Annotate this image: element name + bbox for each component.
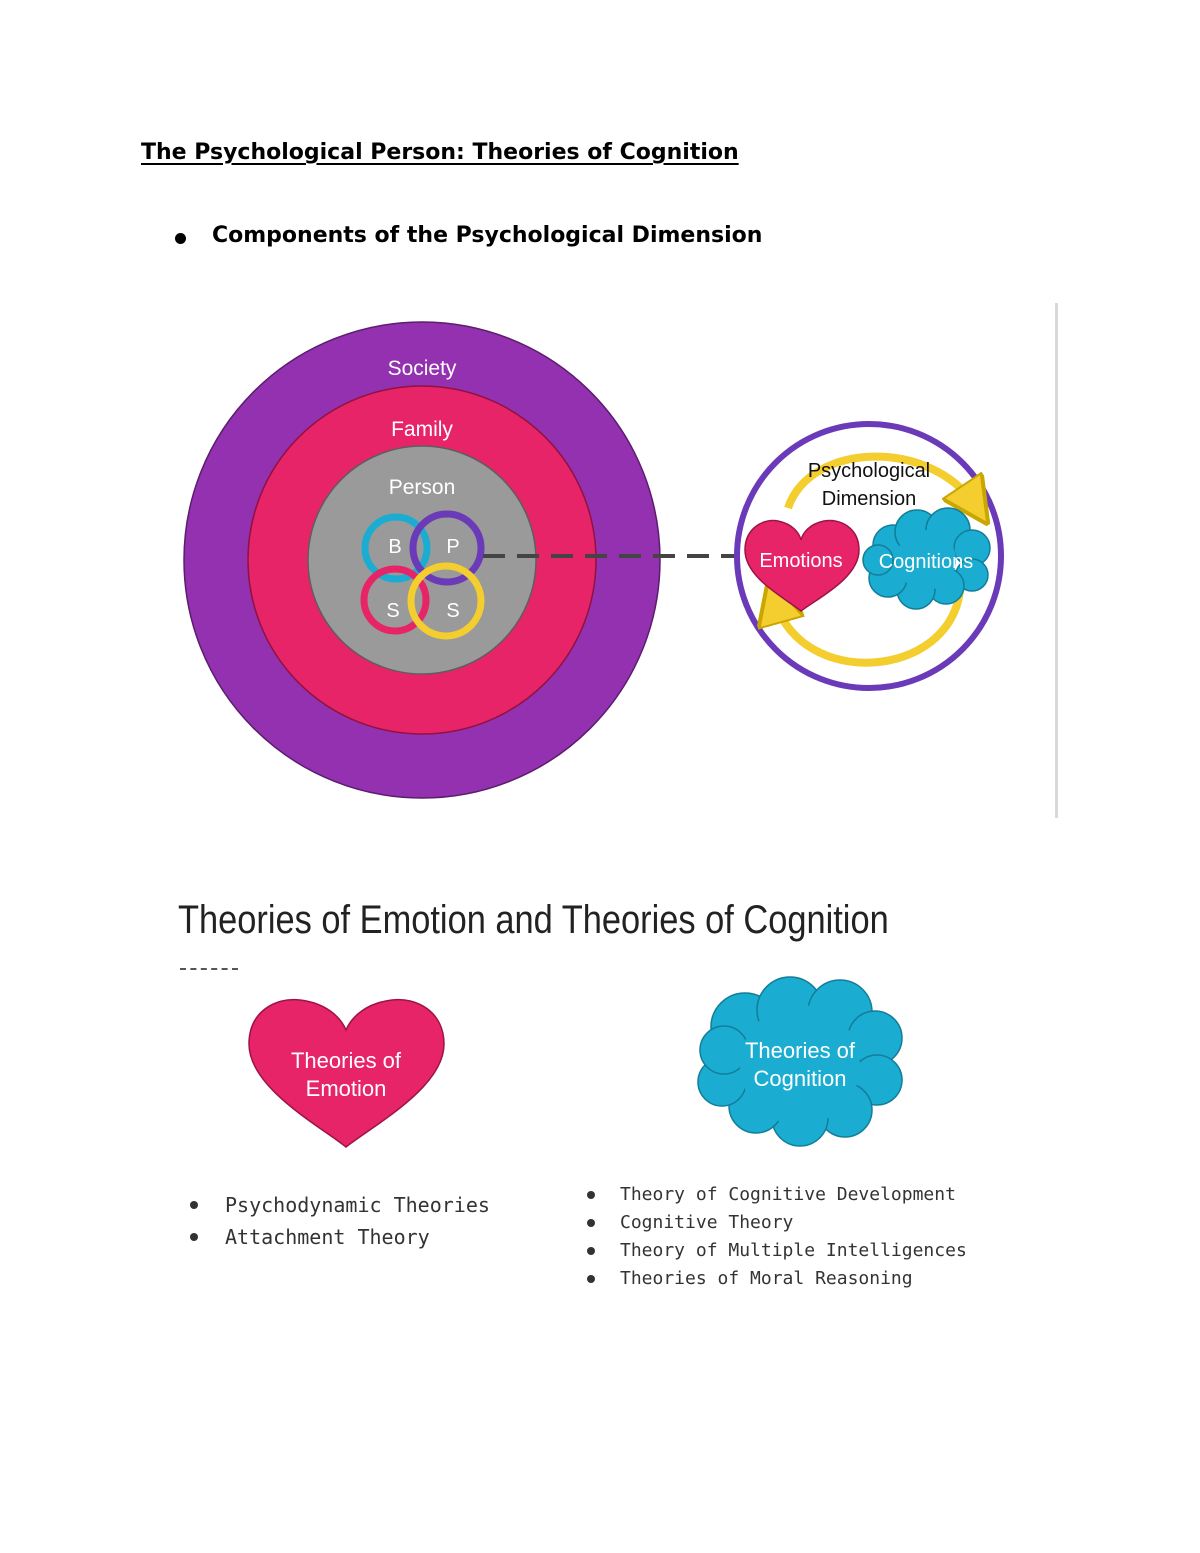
- list-item: Theories of Moral Reasoning: [587, 1266, 967, 1294]
- spiritual-circle: [407, 562, 485, 640]
- theories-graphics: Theories of Emotion Theories of Cognitio…: [248, 976, 903, 1148]
- bullet-dot: [175, 233, 186, 244]
- cycle-arrow-top: [784, 452, 975, 508]
- psychological-circle: [409, 510, 485, 586]
- s2-label: S: [446, 600, 459, 622]
- list-item: Psychodynamic Theories: [190, 1190, 490, 1222]
- cognition-theories-list: Theory of Cognitive Development Cognitiv…: [587, 1182, 967, 1294]
- slide-divider: [1055, 303, 1058, 818]
- cognitions-cloud: [862, 507, 991, 610]
- biological-circle: [361, 513, 431, 583]
- cycle-arrow-bottom: [775, 590, 964, 667]
- list-item: Theory of Multiple Intelligences: [587, 1238, 967, 1266]
- theories-of-emotion-heart: [248, 998, 445, 1148]
- psych-line2: Dimension: [822, 488, 916, 510]
- heart-label-line2: Emotion: [306, 1076, 387, 1101]
- cloud-label-line2: Cognition: [754, 1066, 847, 1091]
- theories-of-cognition-cloud: [697, 976, 903, 1147]
- bullet-heading: Components of the Psychological Dimensio…: [212, 223, 763, 248]
- bpss-diagram: Society Family Person B P S S Psychologi…: [183, 321, 1004, 799]
- list-item: Attachment Theory: [190, 1222, 490, 1254]
- cloud-label-line1: Theories of: [745, 1038, 856, 1063]
- b-label: B: [388, 536, 401, 558]
- emotions-heart: [744, 519, 860, 612]
- slide-title: Theories of Emotion and Theories of Cogn…: [178, 898, 889, 942]
- document-title: The Psychological Person: Theories of Co…: [141, 140, 739, 165]
- person-label: Person: [389, 476, 456, 499]
- title-underline-dash: [180, 968, 238, 970]
- list-item: Cognitive Theory: [587, 1210, 967, 1238]
- s1-label: S: [386, 600, 399, 622]
- p-label: P: [446, 536, 459, 558]
- society-label: Society: [388, 357, 457, 380]
- list-item: Theory of Cognitive Development: [587, 1182, 967, 1210]
- psych-line1: Psychological: [808, 460, 930, 482]
- heart-label-line1: Theories of: [291, 1048, 402, 1073]
- emotion-theories-list: Psychodynamic Theories Attachment Theory: [190, 1190, 490, 1254]
- social-circle: [360, 565, 430, 635]
- emotions-label: Emotions: [759, 550, 842, 572]
- family-label: Family: [391, 418, 453, 441]
- cognitions-label: Cognitions: [879, 551, 974, 573]
